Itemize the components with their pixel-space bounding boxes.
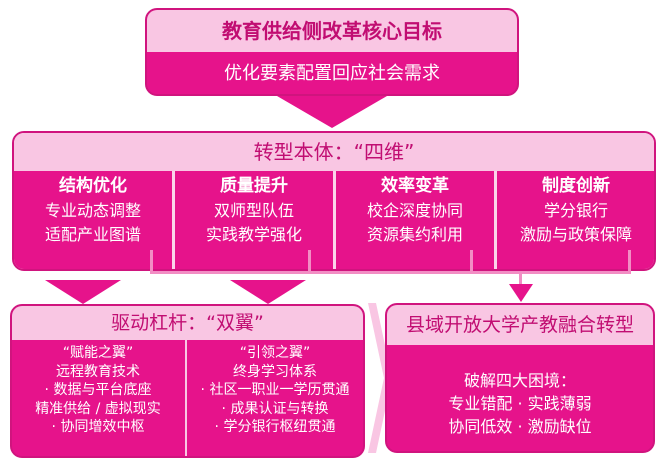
dimension-structure: 结构优化 专业动态调整 适配产业图谱 (14, 171, 172, 269)
dimension-line: 实践教学强化 (205, 225, 302, 244)
down-arrow-shape (277, 96, 387, 128)
dimension-title: 质量提升 (220, 176, 288, 196)
wing-line: · 协同增效中枢 (51, 419, 145, 435)
lever-box: 驱动杠杆：“双翼” “赋能之翼” 远程教育技术 · 数据与平台底座 精准供给 /… (10, 304, 365, 458)
county-line: 专业错配 · 实践薄弱 (448, 394, 592, 413)
dimension-line: 激励与政策保障 (519, 225, 632, 244)
dimension-line: 专业动态调整 (44, 201, 141, 220)
dimension-title: 效率变革 (381, 176, 449, 196)
connector-line (519, 271, 522, 287)
down-arrow-shape (230, 280, 306, 304)
transformation-box: 转型本体：“四维” 结构优化 专业动态调整 适配产业图谱 质量提升 双师型队伍 … (12, 131, 656, 271)
county-line: 破解四大困境： (463, 371, 576, 390)
goal-subtitle: 优化要素配置回应社会需求 (224, 63, 440, 84)
wing-title: “引领之翼” (239, 345, 311, 361)
down-arrow-shape (45, 280, 121, 304)
connector-line (150, 271, 631, 274)
county-title: 县域开放大学产教融合转型 (387, 305, 653, 345)
dimension-line: 校企深度协同 (366, 201, 463, 220)
wing-title: “赋能之翼” (62, 345, 134, 361)
dimension-line: 资源集约利用 (366, 225, 463, 244)
goal-title: 教育供给侧改革核心目标 (147, 10, 517, 52)
wing-line: · 学分银行枢纽贯通 (214, 419, 336, 435)
connector-line (150, 250, 153, 274)
wing-line: · 数据与平台底座 (44, 382, 152, 398)
divider (185, 340, 187, 456)
connector-line (308, 250, 311, 274)
empower-wing: “赋能之翼” 远程教育技术 · 数据与平台底座 精准供给 / 虚拟现实 · 协同… (12, 340, 184, 456)
county-body: 破解四大困境： 专业错配 · 实践薄弱 协同低效 · 激励缺位 (387, 345, 653, 438)
dimension-efficiency: 效率变革 校企深度协同 资源集约利用 (336, 171, 494, 269)
wing-line: 精准供给 / 虚拟现实 (35, 400, 161, 417)
dimension-line: 学分银行 (543, 201, 608, 220)
dimension-line: 适配产业图谱 (44, 225, 141, 244)
dimension-institution: 制度创新 学分银行 激励与政策保障 (497, 171, 654, 269)
county-university-box: 县域开放大学产教融合转型 破解四大困境： 专业错配 · 实践薄弱 协同低效 · … (385, 303, 655, 453)
down-arrow-icon (509, 284, 533, 302)
wing-line: 远程教育技术 (56, 363, 140, 380)
lever-title: 驱动杠杆：“双翼” (12, 306, 363, 340)
goal-box: 教育供给侧改革核心目标 优化要素配置回应社会需求 (145, 8, 519, 96)
connector-line (628, 250, 631, 274)
connector-line (470, 250, 473, 274)
wing-line: · 社区一职业一学历贯通 (200, 382, 350, 398)
dimension-line: 双师型队伍 (213, 201, 294, 220)
wing-line: 终身学习体系 (233, 363, 317, 380)
dimension-quality: 质量提升 双师型队伍 实践教学强化 (175, 171, 333, 269)
transformation-title: 转型本体：“四维” (14, 133, 654, 171)
dimension-title: 制度创新 (542, 176, 610, 196)
lead-wing: “引领之翼” 终身学习体系 · 社区一职业一学历贯通 · 成果认证与转换 · 学… (187, 340, 363, 456)
wing-line: · 成果认证与转换 (221, 400, 329, 417)
dimension-title: 结构优化 (59, 176, 127, 196)
county-line: 协同低效 · 激励缺位 (448, 417, 592, 436)
